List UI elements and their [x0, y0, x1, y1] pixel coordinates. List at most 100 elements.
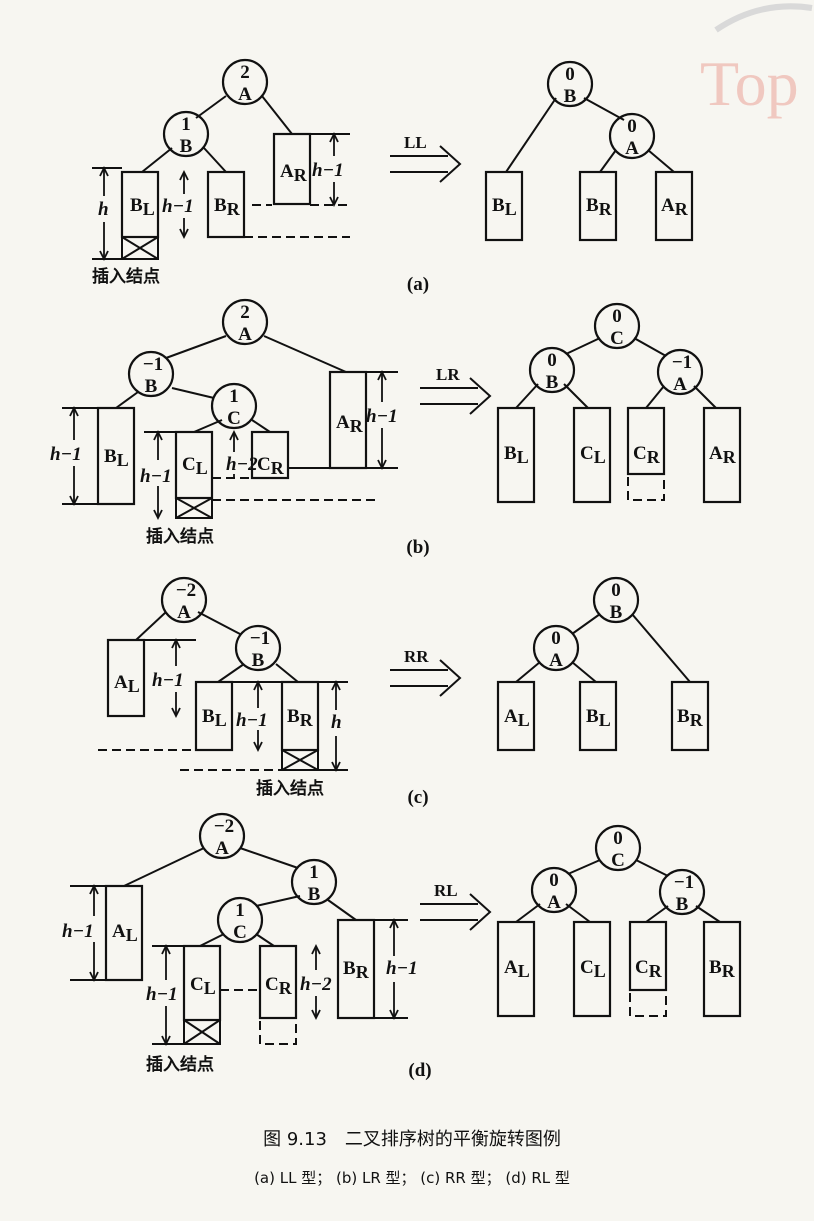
panel-c: −2 A −1 B AL BL BR h−1 h−1 h 插入结点 [98, 576, 710, 808]
dim-h: h [331, 712, 342, 733]
label-cl: CL [190, 974, 216, 998]
node-b [546, 60, 594, 108]
label-ar: AR [709, 443, 737, 467]
dim-arrow [179, 228, 189, 240]
label-cr: CR [257, 454, 285, 478]
label-cl: CL [580, 443, 606, 467]
dim-arrow [329, 196, 339, 208]
edge [693, 385, 717, 409]
dim-arrow [153, 429, 163, 441]
panel-a: 2 A 1 B BL BR AR h h−1 [92, 58, 694, 295]
label-ar: AR [661, 195, 689, 219]
watermark-swoosh [714, 3, 813, 33]
dim-arrow [253, 679, 263, 691]
edge [599, 149, 617, 173]
arrow-head [469, 893, 492, 931]
label-b: B [308, 884, 321, 905]
dim-arrow [161, 943, 171, 955]
label-al: AL [112, 921, 138, 945]
bf-a: −1 [672, 352, 692, 373]
edge [567, 859, 601, 875]
edge [565, 337, 601, 355]
label-b: B [546, 372, 559, 393]
subtree-al [104, 884, 144, 982]
node-a [530, 866, 578, 914]
bf-c: 0 [613, 828, 623, 849]
panel-label: (c) [407, 787, 428, 808]
edge [275, 663, 299, 683]
edge [261, 95, 293, 135]
label-c: C [610, 328, 624, 349]
label-br: BR [287, 706, 314, 730]
node-a [656, 348, 704, 396]
bf-a: 2 [240, 302, 250, 323]
label-br: BR [586, 195, 613, 219]
edge [505, 97, 557, 173]
bf-a: 0 [627, 116, 637, 137]
dim-h1: h−1 [312, 160, 344, 181]
node-c [593, 302, 641, 350]
bf-b: 1 [309, 862, 319, 883]
inserted-cross [183, 1019, 221, 1045]
edge [647, 149, 675, 173]
label-br: BR [343, 958, 370, 982]
subtree-br [578, 170, 618, 242]
dim-h1: h−1 [236, 710, 268, 731]
dim-h1: h−1 [62, 921, 94, 942]
dim-h1: h−1 [50, 444, 82, 465]
dim-h1: h−1 [152, 670, 184, 691]
edge [563, 383, 589, 409]
node-a [532, 624, 580, 672]
dim-arrow [377, 459, 387, 471]
edge [633, 337, 667, 357]
arrow-head [439, 145, 462, 183]
label-a: A [673, 374, 687, 395]
label-b: B [252, 650, 265, 671]
edge [515, 383, 539, 409]
inserted-node-box [183, 1019, 221, 1045]
bf-b: −1 [143, 354, 163, 375]
label-c: C [611, 850, 625, 871]
label-cr: CR [265, 974, 293, 998]
label-cl: CL [580, 957, 606, 981]
dim-arrow [311, 1009, 321, 1021]
edge [165, 335, 227, 359]
subtree-ar [654, 170, 694, 242]
dim-h2: h−2 [226, 454, 258, 475]
bf-a: 0 [551, 628, 561, 649]
subtree-cr [250, 430, 290, 480]
bf-c: 1 [229, 386, 239, 407]
subtree-cr-dashed [629, 989, 667, 1017]
subtree-al [106, 638, 146, 718]
subtree-cr-dashed [259, 1017, 297, 1045]
label-a: A [549, 650, 563, 671]
panel-label: (a) [407, 274, 429, 295]
label-cr: CR [633, 443, 661, 467]
subtree-al [496, 920, 536, 1018]
dim-arrow [89, 883, 99, 895]
node-a [221, 298, 269, 346]
dim-arrow [171, 637, 181, 649]
label-a: A [238, 324, 252, 345]
edge [171, 387, 215, 399]
label-b: B [564, 86, 577, 107]
insert-label: 插入结点 [146, 1054, 214, 1075]
label-bl: BL [130, 195, 155, 219]
panel-label: (b) [406, 537, 429, 558]
label-a: A [238, 84, 252, 105]
label-cl: CL [182, 454, 208, 478]
inserted-cross [175, 497, 213, 519]
label-c: C [233, 922, 247, 943]
dim-arrow [389, 1009, 399, 1021]
dim-arrow [99, 165, 109, 177]
label-a: A [177, 602, 191, 623]
bf-b: −1 [250, 628, 270, 649]
node-b [127, 350, 175, 398]
panel-d: −2 A 1 B 1 C AL CL CR BR h−1 h− [62, 812, 742, 1081]
edge [135, 611, 167, 641]
label-br: BR [214, 195, 241, 219]
edge [193, 419, 223, 433]
bf-c: 1 [235, 900, 245, 921]
edge [263, 335, 347, 373]
dim-arrow [179, 169, 189, 181]
